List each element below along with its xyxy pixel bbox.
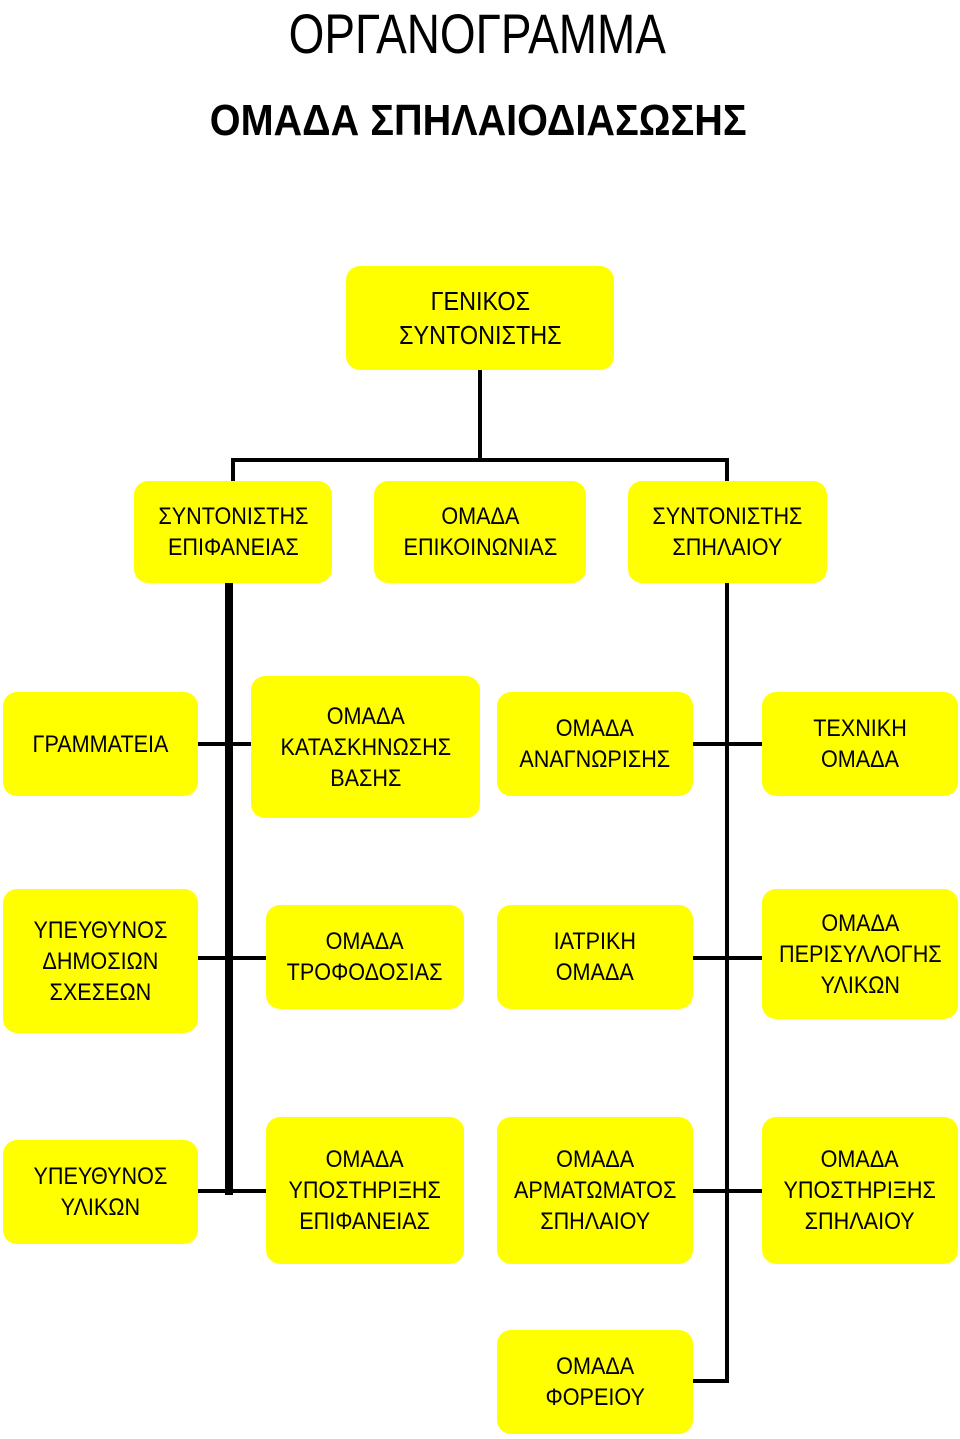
box-stretcher-team: ΟΜΑΔΑ ΦΟΡΕΙΟΥ (497, 1330, 693, 1434)
box-cave-support-team: ΟΜΑΔΑ ΥΠΟΣΤΗΡΙΞΗΣ ΣΠΗΛΑΙΟΥ (762, 1117, 958, 1264)
box-reconnaissance-team: ΟΜΑΔΑ ΑΝΑΓΝΩΡΙΣΗΣ (497, 692, 693, 796)
label-technical-team: ΤΕΧΝΙΚΗ ΟΜΑΔΑ (813, 715, 907, 773)
label-base-camp-team: ΟΜΑΔΑ ΚΑΤΑΣΚΗΝΩΣΗΣ ΒΑΣΗΣ (280, 702, 451, 792)
label-medical-team: ΙΑΤΡΙΚΗ ΟΜΑΔΑ (553, 928, 637, 986)
label-surface-support-team: ΟΜΑΔΑ ΥΠΟΣΤΗΡΙΞΗΣ ΕΠΙΦΑΝΕΙΑΣ (288, 1146, 442, 1235)
label-catering-team: ΟΜΑΔΑ ΤΡΟΦΟΔΟΣΙΑΣ (287, 928, 443, 986)
box-cave-coordinator: ΣΥΝΤΟΝΙΣΤΗΣ ΣΠΗΛΑΙΟΥ (628, 481, 827, 583)
label-reconnaissance-team: ΟΜΑΔΑ ΑΝΑΓΝΩΡΙΣΗΣ (519, 715, 671, 773)
box-catering-team: ΟΜΑΔΑ ΤΡΟΦΟΔΟΣΙΑΣ (266, 905, 464, 1009)
label-equipment-manager: ΥΠΕΥΘΥΝΟΣ ΥΛΙΚΩΝ (33, 1163, 168, 1221)
label-equipment-collection-team: ΟΜΑΔΑ ΠΕΡΙΣΥΛΛΟΓΗΣ ΥΛΙΚΩΝ (778, 909, 942, 999)
label-secretariat: ΓΡΑΜΜΑΤΕΙΑ (32, 730, 169, 758)
label-surface-coordinator: ΣΥΝΤΟΝΙΣΤΗΣ ΕΠΙΦΑΝΕΙΑΣ (157, 503, 309, 561)
label-general-coordinator: ΓΕΝΙΚΟΣ ΣΥΝΤΟΝΙΣΤΗΣ (398, 286, 562, 350)
box-base-camp-team: ΟΜΑΔΑ ΚΑΤΑΣΚΗΝΩΣΗΣ ΒΑΣΗΣ (251, 676, 480, 818)
box-surface-coordinator: ΣΥΝΤΟΝΙΣΤΗΣ ΕΠΙΦΑΝΕΙΑΣ (134, 481, 332, 583)
label-communications-team: ΟΜΑΔΑ ΕΠΙΚΟΙΝΩΝΙΑΣ (403, 503, 557, 561)
label-public-relations: ΥΠΕΥΘΥΝΟΣ ΔΗΜΟΣΙΩΝ ΣΧΕΣΕΩΝ (33, 916, 168, 1006)
label-stretcher-team: ΟΜΑΔΑ ΦΟΡΕΙΟΥ (545, 1353, 645, 1411)
box-communications-team: ΟΜΑΔΑ ΕΠΙΚΟΙΝΩΝΙΑΣ (374, 481, 586, 583)
box-equipment-collection-team: ΟΜΑΔΑ ΠΕΡΙΣΥΛΛΟΓΗΣ ΥΛΙΚΩΝ (762, 889, 958, 1019)
box-surface-support-team: ΟΜΑΔΑ ΥΠΟΣΤΗΡΙΞΗΣ ΕΠΙΦΑΝΕΙΑΣ (266, 1117, 464, 1264)
box-equipment-manager: ΥΠΕΥΘΥΝΟΣ ΥΛΙΚΩΝ (3, 1140, 198, 1244)
box-cave-rigging-team: ΟΜΑΔΑ ΑΡΜΑΤΩΜΑΤΟΣ ΣΠΗΛΑΙΟΥ (497, 1117, 693, 1264)
box-medical-team: ΙΑΤΡΙΚΗ ΟΜΑΔΑ (497, 905, 693, 1009)
label-cave-support-team: ΟΜΑΔΑ ΥΠΟΣΤΗΡΙΞΗΣ ΣΠΗΛΑΙΟΥ (783, 1146, 937, 1235)
chart-title: ΟΡΓΑΝΟΓΡΑΜΜΑ (288, 2, 666, 65)
box-general-coordinator: ΓΕΝΙΚΟΣ ΣΥΝΤΟΝΙΣΤΗΣ (346, 266, 614, 370)
label-cave-rigging-team: ΟΜΑΔΑ ΑΡΜΑΤΩΜΑΤΟΣ ΣΠΗΛΑΙΟΥ (513, 1146, 677, 1235)
label-cave-coordinator: ΣΥΝΤΟΝΙΣΤΗΣ ΣΠΗΛΑΙΟΥ (652, 503, 803, 561)
chart-subtitle: ΟΜΑΔΑ ΣΠΗΛΑΙΟΔΙΑΣΩΣΗΣ (209, 96, 747, 145)
box-technical-team: ΤΕΧΝΙΚΗ ΟΜΑΔΑ (762, 692, 958, 796)
box-secretariat: ΓΡΑΜΜΑΤΕΙΑ (3, 692, 198, 796)
box-public-relations: ΥΠΕΥΘΥΝΟΣ ΔΗΜΟΣΙΩΝ ΣΧΕΣΕΩΝ (3, 889, 198, 1033)
